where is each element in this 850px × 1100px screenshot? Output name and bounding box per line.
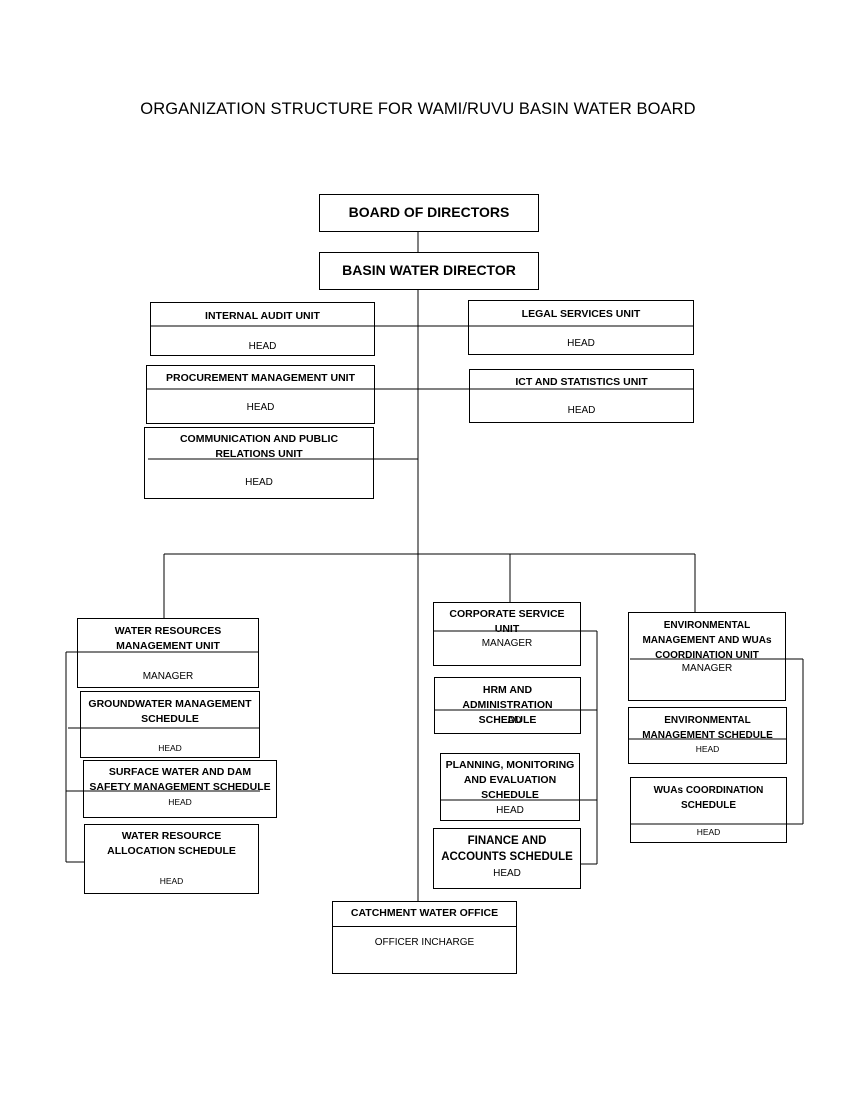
finance-accounts-schedule-box: FINANCE AND ACCOUNTS SCHEDULE HEAD — [433, 828, 581, 889]
water-resources-management-unit-box: WATER RESOURCES MANAGEMENT UNIT MANAGER — [77, 618, 259, 688]
environmental-wuas-coordination-unit-role: MANAGER — [681, 663, 733, 674]
wuas-coordination-schedule-box: WUAs COORDINATION SCHEDULE HEAD — [630, 777, 787, 843]
catchment-water-office-role: OFFICER INCHARGE — [374, 937, 475, 948]
planning-monitoring-evaluation-schedule-box: PLANNING, MONITORING AND EVALUATION SCHE… — [440, 753, 580, 821]
planning-monitoring-evaluation-schedule-role: HEAD — [496, 805, 524, 816]
internal-audit-unit-box: INTERNAL AUDIT UNIT HEAD — [150, 302, 375, 356]
corporate-service-unit-role: MANAGER — [481, 638, 533, 649]
finance-accounts-schedule-role: HEAD — [493, 868, 521, 879]
surface-water-dam-safety-schedule-box: SURFACE WATER AND DAM SAFETY MANAGEMENT … — [83, 760, 277, 818]
ict-statistics-unit-role: HEAD — [567, 405, 596, 416]
environmental-management-schedule-label: ENVIRONMENTAL MANAGEMENT SCHEDULE — [642, 715, 773, 741]
ict-statistics-unit-box: ICT AND STATISTICS UNIT HEAD — [469, 369, 694, 423]
groundwater-management-schedule-label: GROUNDWATER MANAGEMENT SCHEDULE — [88, 698, 252, 725]
groundwater-management-schedule-role: HEAD — [158, 743, 182, 753]
communication-public-relations-unit-role: HEAD — [245, 477, 273, 488]
environmental-management-schedule-box: ENVIRONMENTAL MANAGEMENT SCHEDULE HEAD — [628, 707, 787, 764]
surface-water-dam-safety-schedule-label: SURFACE WATER AND DAM SAFETY MANAGEMENT … — [89, 766, 271, 793]
legal-services-unit-label: LEGAL SERVICES UNIT — [521, 308, 641, 320]
water-resource-allocation-schedule-label: WATER RESOURCE ALLOCATION SCHEDULE — [107, 830, 236, 857]
corporate-service-unit-label: CORPORATE SERVICE UNIT — [449, 608, 565, 635]
hrm-administration-schedule-label: HRM AND ADMINISTRATION SCHEDULE — [462, 684, 553, 726]
board-of-directors-label: BOARD OF DIRECTORS — [348, 204, 510, 220]
internal-audit-unit-label: INTERNAL AUDIT UNIT — [205, 310, 320, 322]
wuas-coordination-schedule-label: WUAs COORDINATION SCHEDULE — [653, 785, 764, 811]
board-of-directors-box: BOARD OF DIRECTORS — [319, 194, 539, 232]
procurement-management-unit-label: PROCUREMENT MANAGEMENT UNIT — [166, 372, 355, 384]
catchment-water-office-box: CATCHMENT WATER OFFICE OFFICER INCHARGE — [332, 901, 517, 974]
communication-public-relations-unit-box: COMMUNICATION AND PUBLIC RELATIONS UNIT … — [144, 427, 374, 499]
catchment-divider — [333, 926, 516, 927]
catchment-water-office-label: CATCHMENT WATER OFFICE — [350, 907, 499, 919]
page-title: ORGANIZATION STRUCTURE FOR WAMI/RUVU BAS… — [140, 100, 696, 118]
groundwater-management-schedule-box: GROUNDWATER MANAGEMENT SCHEDULE HEAD — [80, 691, 260, 758]
legal-services-unit-box: LEGAL SERVICES UNIT HEAD — [468, 300, 694, 355]
procurement-management-unit-box: PROCUREMENT MANAGEMENT UNIT HEAD — [146, 365, 375, 424]
hrm-administration-schedule-box: HRM AND ADMINISTRATION SCHEDULE HEAD — [434, 677, 581, 734]
finance-accounts-schedule-label: FINANCE AND ACCOUNTS SCHEDULE — [441, 835, 573, 863]
procurement-management-unit-role: HEAD — [246, 402, 275, 413]
environmental-wuas-coordination-unit-box: ENVIRONMENTAL MANAGEMENT AND WUAs COORDI… — [628, 612, 786, 701]
environmental-wuas-coordination-unit-label: ENVIRONMENTAL MANAGEMENT AND WUAs COORDI… — [642, 620, 772, 661]
legal-services-unit-role: HEAD — [567, 338, 595, 349]
hrm-administration-schedule-role: HEAD — [493, 715, 522, 726]
planning-monitoring-evaluation-schedule-label: PLANNING, MONITORING AND EVALUATION SCHE… — [445, 759, 575, 801]
water-resource-allocation-schedule-role: HEAD — [159, 876, 184, 886]
internal-audit-unit-role: HEAD — [248, 341, 277, 352]
water-resource-allocation-schedule-box: WATER RESOURCE ALLOCATION SCHEDULE HEAD — [84, 824, 259, 894]
surface-water-dam-safety-schedule-role: HEAD — [168, 797, 192, 807]
basin-water-director-label: BASIN WATER DIRECTOR — [342, 262, 516, 278]
wuas-coordination-schedule-role: HEAD — [696, 827, 721, 837]
water-resources-management-unit-label: WATER RESOURCES MANAGEMENT UNIT — [114, 625, 222, 652]
corporate-service-unit-box: CORPORATE SERVICE UNIT MANAGER — [433, 602, 581, 666]
communication-public-relations-unit-label: COMMUNICATION AND PUBLIC RELATIONS UNIT — [179, 433, 339, 460]
basin-water-director-box: BASIN WATER DIRECTOR — [319, 252, 539, 290]
ict-statistics-unit-label: ICT AND STATISTICS UNIT — [515, 376, 648, 388]
water-resources-management-unit-role: MANAGER — [142, 671, 194, 682]
environmental-management-schedule-role: HEAD — [695, 744, 720, 754]
